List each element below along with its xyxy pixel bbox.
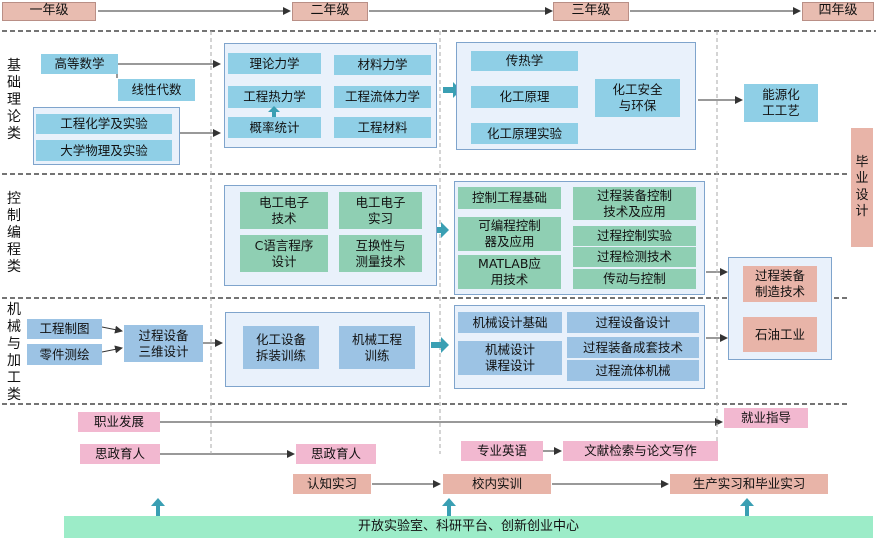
career-development: 职业发展 [78, 412, 160, 432]
course-c-programming: C语言程序 设计 [240, 235, 328, 272]
ideology-year1: 思政育人 [80, 444, 160, 464]
course-plc: 可编程控制 器及应用 [458, 217, 561, 251]
course-fluid-machinery: 过程流体机械 [567, 360, 699, 381]
internship-production: 生产实习和毕业实习 [670, 474, 828, 494]
ideology-year2: 思政育人 [296, 444, 376, 464]
course-theoretical-mechanics: 理论力学 [228, 53, 321, 74]
course-materials-mechanics: 材料力学 [334, 55, 431, 75]
course-mech-design-basics: 机械设计基础 [458, 312, 562, 333]
course-process-control-tech: 过程装备控制 技术及应用 [573, 187, 696, 220]
course-process-control-lab: 过程控制实验 [573, 226, 696, 246]
course-mech-training: 机械工程 训练 [339, 326, 415, 369]
year-3: 三年级 [553, 2, 629, 21]
year-1: 一年级 [2, 2, 96, 21]
course-manufacturing-tech: 过程装备 制造技术 [743, 266, 817, 302]
course-heat-transfer: 传热学 [471, 51, 578, 71]
course-equipment-set-tech: 过程装备成套技术 [567, 337, 699, 358]
course-chem-principles: 化工原理 [471, 86, 578, 108]
course-petroleum: 石油工业 [743, 317, 817, 352]
course-process-equipment-design: 过程设备设计 [567, 312, 699, 333]
platform-bar: 开放实验室、科研平台、创新创业中心 [64, 516, 873, 538]
course-professional-english: 专业英语 [461, 441, 543, 461]
internship-cognition: 认知实习 [293, 474, 371, 494]
course-energy-chem: 能源化 工工艺 [744, 84, 818, 122]
category-control-programming: 控 制 编 程 类 [7, 191, 21, 275]
course-literature-writing: 文献检索与论文写作 [563, 441, 718, 461]
course-transmission: 传动与控制 [573, 269, 696, 289]
internship-campus: 校内实训 [443, 474, 551, 494]
course-eng-chemistry: 工程化学及实验 [36, 114, 172, 134]
year-4: 四年级 [802, 2, 874, 21]
course-higher-math: 高等数学 [41, 54, 118, 74]
course-eng-fluid: 工程流体力学 [334, 86, 431, 108]
course-control-basics: 控制工程基础 [458, 187, 561, 209]
year-2: 二年级 [292, 2, 368, 21]
category-basic-theory: 基 础 理 论 类 [7, 58, 21, 142]
course-part-mapping: 零件测绘 [27, 344, 102, 365]
course-chem-safety: 化工安全 与环保 [595, 79, 680, 117]
course-linear-algebra: 线性代数 [118, 79, 195, 101]
career-guidance: 就业指导 [724, 408, 808, 428]
course-eng-thermo: 工程热力学 [228, 86, 321, 108]
course-eng-materials: 工程材料 [334, 117, 431, 138]
course-electrotech-practice: 电工电子 实习 [339, 192, 422, 229]
course-chem-equipment-training: 化工设备 拆装训练 [243, 326, 319, 369]
course-process-detection: 过程检测技术 [573, 247, 696, 267]
category-mechanical: 机 械 与 加 工 类 [7, 302, 21, 403]
course-matlab: MATLAB应 用技术 [458, 255, 561, 289]
course-equipment-3d: 过程设备 三维设计 [124, 325, 203, 362]
course-mech-design-project: 机械设计 课程设计 [458, 341, 562, 375]
course-probability: 概率统计 [228, 117, 321, 138]
graduation-design: 毕 业 设 计 [851, 128, 873, 247]
course-tolerance: 互换性与 测量技术 [339, 235, 422, 272]
course-college-physics: 大学物理及实验 [36, 140, 172, 161]
course-chem-principles-lab: 化工原理实验 [471, 123, 578, 144]
course-eng-drawing: 工程制图 [27, 319, 102, 339]
course-electrotech: 电工电子 技术 [240, 192, 328, 229]
